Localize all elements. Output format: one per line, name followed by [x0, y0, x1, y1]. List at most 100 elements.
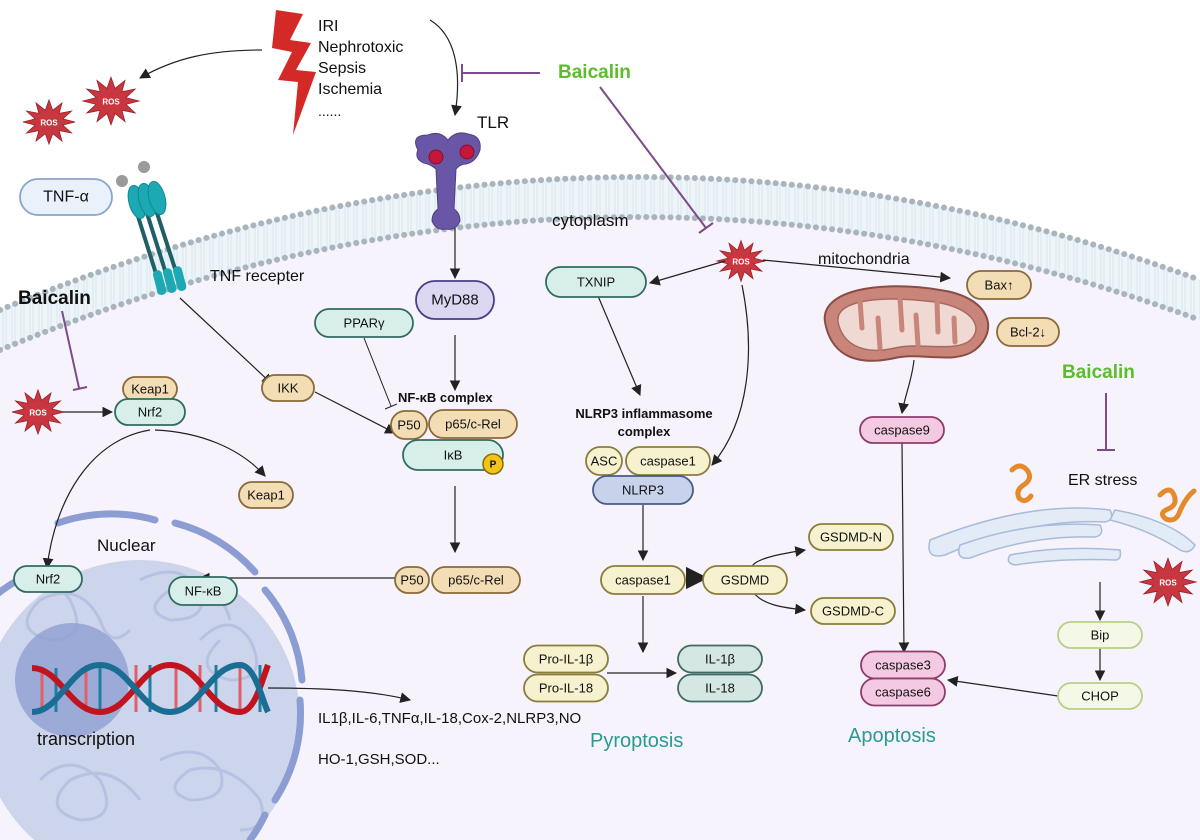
pill-caspase1-complex-label: caspase1	[640, 454, 696, 469]
activation-arrows	[42, 19, 1106, 703]
pill-bip: Bip	[1057, 621, 1143, 649]
pill-caspase6-label: caspase6	[875, 685, 931, 700]
baicalin-label-top: Baicalin	[558, 62, 631, 83]
pill-pro-il1b-label: Pro-IL-1β	[539, 652, 593, 667]
antioxidant-genes-label: HO-1,GSH,SOD...	[318, 751, 440, 768]
pill-ikb: IκB	[402, 439, 504, 471]
phosphate-label: P	[490, 460, 497, 471]
pill-nfkb-nuc-label: NF-κB	[185, 584, 222, 599]
mitochondria-label: mitochondria	[818, 251, 910, 268]
cytoplasm-label: cytoplasm	[552, 211, 629, 230]
pill-gsdmd-label: GSDMD	[721, 573, 769, 588]
stressor-nephrotoxic: Nephrotoxic	[318, 39, 403, 56]
ros-label: ROS	[1159, 579, 1177, 588]
pill-chop-label: CHOP	[1081, 689, 1119, 704]
ros-star-er-icon: ROS	[1138, 557, 1198, 607]
dna-helix-icon	[31, 661, 271, 716]
pill-p65-b: p65/c-Rel	[431, 566, 521, 594]
inflammatory-genes-label: IL1β,IL-6,TNFα,IL-18,Cox-2,NLRP3,NO	[318, 710, 581, 727]
nuclear-label: Nuclear	[97, 536, 156, 555]
pill-caspase3: caspase3	[860, 650, 946, 680]
tnf-receptor-icon	[116, 161, 187, 295]
pill-ppar: PPARγ	[314, 308, 414, 338]
pill-pro-il18: Pro-IL-18	[523, 673, 609, 703]
pill-il1b: IL-1β	[677, 644, 763, 674]
pill-caspase9: caspase9	[859, 416, 945, 444]
pill-pro-il1b: Pro-IL-1β	[523, 644, 609, 674]
pyroptosis-label: Pyroptosis	[590, 730, 683, 752]
pill-ikk-label: IKK	[278, 381, 299, 396]
baicalin-label-left: Baicalin	[18, 288, 91, 309]
pill-p50-b-label: P50	[400, 573, 423, 588]
stressor-more: ......	[318, 103, 341, 119]
pill-ikk: IKK	[261, 374, 315, 402]
unfolded-protein-icon	[1009, 463, 1197, 523]
pill-keap1-bound: Keap1	[122, 376, 178, 402]
nfkb-complex-label: NF-κB complex	[398, 390, 493, 405]
ros-label: ROS	[40, 119, 58, 128]
pill-bcl2: Bcl-2↓	[996, 317, 1060, 347]
pill-p50-b: P50	[394, 566, 430, 594]
pill-gsdmd: GSDMD	[702, 565, 788, 595]
pill-gsdmd-c-label: GSDMD-C	[822, 604, 884, 619]
ros-label: ROS	[732, 258, 750, 267]
transcription-label: transcription	[37, 729, 135, 749]
tlr-receptor-icon	[415, 132, 481, 230]
pill-tnf-alpha-box: TNF-α	[19, 178, 113, 216]
pill-gsdmd-n: GSDMD-N	[808, 523, 894, 551]
pill-il18: IL-18	[677, 673, 763, 703]
phosphate-icon: P	[482, 453, 504, 475]
pill-nfkb-nuc: NF-κB	[168, 576, 238, 606]
pill-caspase1-label: caspase1	[615, 573, 671, 588]
ros-label: ROS	[102, 98, 120, 107]
ros-star-1-icon: ROS	[22, 98, 76, 146]
pill-caspase1: caspase1	[600, 565, 686, 595]
pill-bax-label: Bax↑	[985, 278, 1014, 293]
pill-p50-label: P50	[397, 418, 420, 433]
pill-pro-il18-label: Pro-IL-18	[539, 681, 593, 696]
pill-nrf2-nuc-label: Nrf2	[36, 572, 61, 587]
stressor-iri: IRI	[318, 18, 338, 35]
pill-ikb-label: IκB	[444, 448, 463, 463]
endoplasmic-reticulum-icon	[928, 507, 1196, 566]
pill-myd88-label: MyD88	[431, 292, 479, 309]
pill-keap1-free: Keap1	[238, 481, 294, 509]
baicalin-label-right: Baicalin	[1062, 362, 1135, 383]
lightning-bolt-icon	[272, 10, 316, 135]
pill-bip-label: Bip	[1091, 628, 1110, 643]
ros-label: ROS	[29, 409, 47, 418]
tlr-label: TLR	[477, 113, 509, 132]
pill-nrf2-cyto: Nrf2	[114, 398, 186, 426]
nlrp3-complex-label-2: complex	[618, 424, 672, 439]
apoptosis-label: Apoptosis	[848, 725, 936, 747]
pill-nrf2-cyto-label: Nrf2	[138, 405, 163, 420]
pill-caspase3-label: caspase3	[875, 658, 931, 673]
pill-ppar-label: PPARγ	[344, 316, 385, 331]
pill-nlrp3-label: NLRP3	[622, 483, 664, 498]
pill-caspase9-label: caspase9	[874, 423, 930, 438]
pill-caspase6: caspase6	[860, 677, 946, 707]
pill-asc: ASC	[585, 446, 623, 476]
pill-bcl2-label: Bcl-2↓	[1010, 325, 1046, 340]
ppar-inhibition-line	[363, 337, 398, 410]
pill-nlrp3: NLRP3	[592, 475, 694, 505]
pill-txnip-label: TXNIP	[577, 275, 615, 290]
pill-p65: p65/c-Rel	[428, 409, 518, 439]
pill-txnip: TXNIP	[545, 266, 647, 298]
pill-il18-label: IL-18	[705, 681, 735, 696]
pill-bax: Bax↑	[966, 270, 1032, 300]
er-stress-label: ER stress	[1068, 472, 1137, 489]
pill-nrf2-nuc: Nrf2	[13, 565, 83, 593]
mitochondria-icon	[823, 285, 990, 362]
pill-chop: CHOP	[1057, 682, 1143, 710]
pill-gsdmd-n-label: GSDMD-N	[820, 530, 882, 545]
nlrp3-complex-label-1: NLRP3 inflammasome	[575, 406, 712, 421]
pill-p65-b-label: p65/c-Rel	[448, 573, 504, 588]
stressor-list: IRI Nephrotoxic Sepsis Ischemia ......	[318, 18, 403, 119]
ros-star-2-icon: ROS	[81, 76, 141, 126]
pill-gsdmd-c: GSDMD-C	[810, 597, 896, 625]
ros-star-left-icon: ROS	[11, 388, 65, 436]
pill-myd88: MyD88	[415, 280, 495, 320]
pill-caspase1-complex: caspase1	[625, 446, 711, 476]
